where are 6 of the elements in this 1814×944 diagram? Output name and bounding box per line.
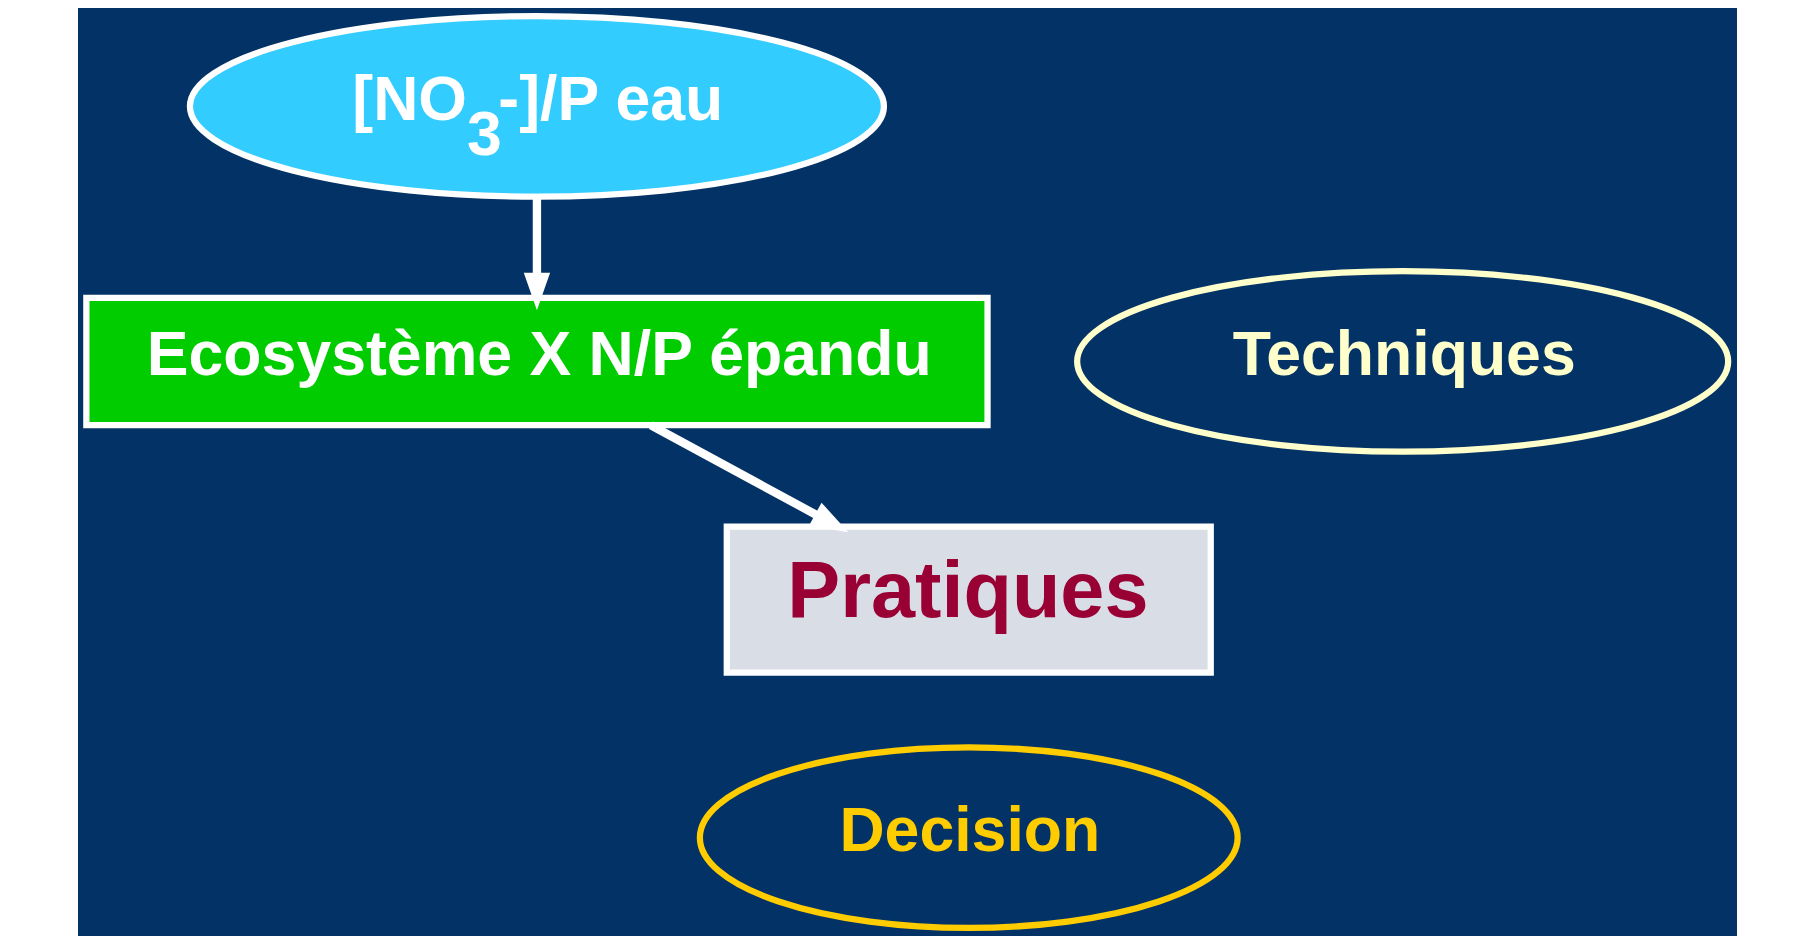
arrow [648,421,848,533]
node-box: Pratiques [723,523,1214,676]
node-box: Ecosystème X N/P épandu [82,294,991,429]
node-ellipse: Decision [696,744,1241,931]
node-ellipse: Techniques [1073,268,1731,455]
arrow [523,196,550,311]
